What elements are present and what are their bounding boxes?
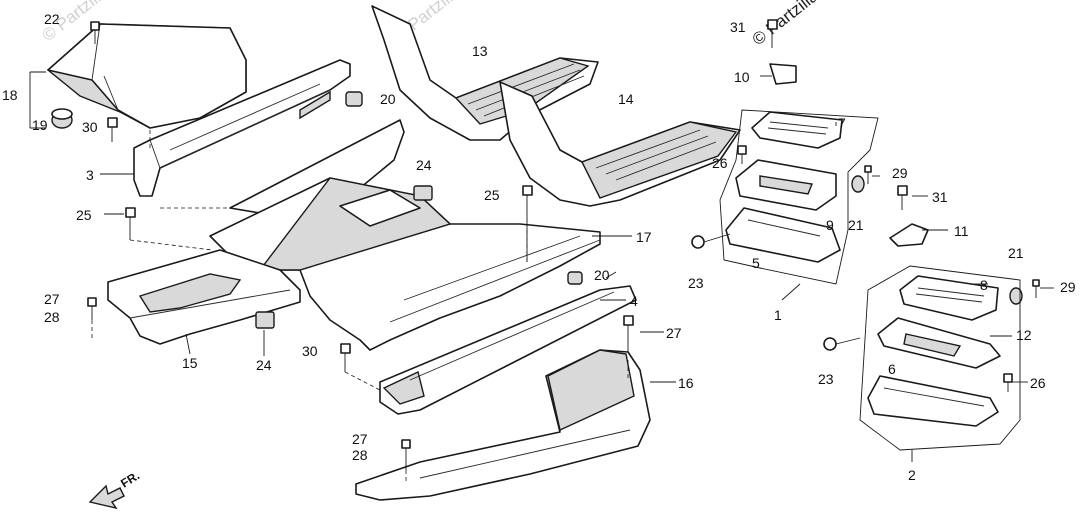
watermark-top-right: © Partzilla.com: [749, 0, 851, 49]
part-24-clip-upper[interactable]: [413, 185, 433, 201]
callout-10[interactable]: 10: [734, 69, 750, 85]
callout-29[interactable]: 29: [892, 165, 908, 181]
callout-24[interactable]: 24: [256, 357, 272, 373]
callout-20[interactable]: 20: [380, 91, 396, 107]
part-24-clip-lower[interactable]: [255, 311, 275, 329]
part-11-clip[interactable]: [889, 223, 929, 247]
callout-31[interactable]: 31: [730, 19, 746, 35]
callout-13[interactable]: 13: [472, 43, 488, 59]
callout-29[interactable]: 29: [1060, 279, 1076, 295]
callout-27[interactable]: 27: [666, 325, 682, 341]
callout-9[interactable]: 9: [826, 217, 834, 233]
part-25-bolt-left[interactable]: [125, 207, 136, 240]
callout-27[interactable]: 27: [44, 291, 60, 307]
callout-3[interactable]: 3: [86, 167, 94, 183]
part-19-grommet[interactable]: [51, 108, 73, 129]
part-9-housing[interactable]: [735, 159, 837, 211]
part-23-pin-upper[interactable]: [691, 233, 731, 249]
callout-14[interactable]: 14: [618, 91, 634, 107]
part-8-lid[interactable]: [899, 275, 999, 321]
part-27-screw-bottom[interactable]: [401, 439, 411, 470]
part-10-bracket[interactable]: [769, 63, 797, 85]
callout-28[interactable]: 28: [352, 447, 368, 463]
assembly-1-outline: [719, 109, 879, 285]
callout-2[interactable]: 2: [908, 467, 916, 483]
part-20-rubber-lower[interactable]: [567, 271, 583, 285]
part-29-pin-upper[interactable]: [864, 165, 872, 184]
part-3-bracket[interactable]: [133, 59, 351, 197]
callout-28[interactable]: 28: [44, 309, 60, 325]
part-22-bolt[interactable]: [90, 21, 100, 44]
callout-19[interactable]: 19: [32, 117, 48, 133]
part-4-lower-rail[interactable]: [379, 285, 637, 415]
part-12-housing[interactable]: [877, 317, 1001, 369]
part-15-lower-side[interactable]: [107, 249, 301, 345]
callout-21[interactable]: 21: [848, 217, 864, 233]
callout-18[interactable]: 18: [2, 87, 18, 103]
callout-25[interactable]: 25: [484, 187, 500, 203]
part-21-washer-lower[interactable]: [1009, 287, 1023, 305]
assembly-2-outline: [859, 265, 1021, 451]
callout-11[interactable]: 11: [954, 223, 969, 239]
callout-1[interactable]: 1: [774, 307, 782, 323]
callout-20[interactable]: 20: [594, 267, 610, 283]
callout-5[interactable]: 5: [752, 255, 760, 271]
callout-8[interactable]: 8: [980, 277, 988, 293]
callout-26[interactable]: 26: [1030, 375, 1046, 391]
part-20-rubber-upper[interactable]: [345, 91, 363, 107]
part-13-step-mat[interactable]: [371, 5, 599, 141]
callout-23[interactable]: 23: [818, 371, 834, 387]
part-16-under-cover[interactable]: [355, 349, 651, 501]
callout-7[interactable]: 7: [838, 115, 846, 131]
part-21-washer-upper[interactable]: [851, 175, 865, 193]
part-30-bolt-upper[interactable]: [107, 117, 118, 142]
callout-25[interactable]: 25: [76, 207, 92, 223]
part-23-pin-lower[interactable]: [823, 337, 861, 351]
front-label: FR.: [118, 468, 142, 490]
callout-4[interactable]: 4: [630, 293, 638, 309]
part-31-bolt-right[interactable]: [897, 185, 908, 210]
callout-16[interactable]: 16: [678, 375, 694, 391]
part-5-base[interactable]: [725, 207, 841, 263]
leader-lines: [29, 71, 1054, 484]
callout-30[interactable]: 30: [302, 343, 318, 359]
part-14-floor-step[interactable]: [499, 81, 741, 207]
callout-6[interactable]: 6: [888, 361, 896, 377]
front-direction-arrow: FR.: [88, 468, 142, 510]
callout-15[interactable]: 15: [182, 355, 198, 371]
part-26-screw-lower[interactable]: [1003, 373, 1013, 392]
part-30-bolt-lower[interactable]: [340, 343, 351, 372]
part-17-floor-frame[interactable]: [209, 119, 601, 351]
part-25-bolt-center[interactable]: [522, 185, 533, 262]
part-29-pin-lower[interactable]: [1032, 279, 1040, 298]
callout-12[interactable]: 12: [1016, 327, 1032, 343]
callout-24[interactable]: 24: [416, 157, 432, 173]
part-6-base[interactable]: [867, 375, 999, 427]
part-31-bolt-top[interactable]: [767, 19, 778, 48]
part-27-screw-left[interactable]: [87, 297, 97, 320]
callout-31[interactable]: 31: [932, 189, 948, 205]
callout-26[interactable]: 26: [712, 155, 728, 171]
callout-30[interactable]: 30: [82, 119, 98, 135]
callout-17[interactable]: 17: [636, 229, 652, 245]
part-26-screw-upper[interactable]: [737, 145, 747, 164]
callout-21[interactable]: 21: [1008, 245, 1024, 261]
callout-27[interactable]: 27: [352, 431, 368, 447]
part-7-lid[interactable]: [751, 111, 843, 149]
callout-23[interactable]: 23: [688, 275, 704, 291]
part-18-rear-cover[interactable]: [46, 23, 247, 129]
callout-22[interactable]: 22: [44, 11, 60, 27]
